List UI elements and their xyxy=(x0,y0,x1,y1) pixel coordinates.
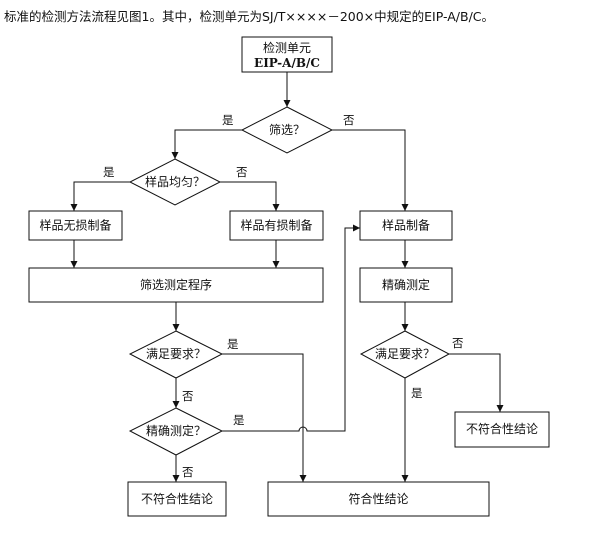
meet-req-right-no-label: 否 xyxy=(452,336,464,350)
destructive-prep-box: 样品有损制备 xyxy=(229,210,324,241)
meet-req-left-label: 满足要求？ xyxy=(146,347,206,361)
accurate-measure-decision: 精确测定？ xyxy=(128,407,224,456)
screen-procedure-label: 筛选测定程序 xyxy=(140,277,212,292)
nonconform-left-box: 不符合性结论 xyxy=(127,481,227,517)
meet-req-left-yes-label: 是 xyxy=(227,337,239,351)
screen-no-label: 否 xyxy=(343,113,355,127)
meet-req-right-yes-label: 是 xyxy=(411,386,423,400)
nonconform-left-label: 不符合性结论 xyxy=(141,491,213,506)
screen-decision: 筛选？ xyxy=(240,106,334,154)
screen-decision-label: 筛选？ xyxy=(269,122,305,137)
meet-req-right-decision: 满足要求？ xyxy=(359,330,451,379)
conform-label: 符合性结论 xyxy=(348,491,408,506)
accurate-measure-label: 精确测定 xyxy=(382,277,430,292)
start-node: 检测单元 EIP-A/B/C xyxy=(241,36,333,73)
edge-meetreq-yes xyxy=(222,353,307,482)
conform-box: 符合性结论 xyxy=(267,481,490,517)
uniform-decision: 样品均匀？ xyxy=(128,158,222,206)
uniform-yes-label: 是 xyxy=(103,165,115,179)
accurate-yes-label: 是 xyxy=(233,413,245,427)
nondestructive-prep-label: 样品无损制备 xyxy=(39,218,111,233)
edge-uniform-yes xyxy=(70,181,130,211)
nondestructive-prep-box: 样品无损制备 xyxy=(28,210,123,241)
caption-text: 标准的检测方法流程见图1。其中，检测单元为SJ/T××××－200×中规定的EI… xyxy=(4,9,495,24)
start-node-sublabel: EIP-A/B/C xyxy=(254,56,320,70)
sample-prep-box: 样品制备 xyxy=(359,210,453,241)
edge-accurate-yes xyxy=(222,224,360,432)
accurate-measure-box: 精确测定 xyxy=(359,267,453,303)
connectors xyxy=(70,72,504,482)
uniform-decision-label: 样品均匀？ xyxy=(145,174,205,189)
meet-req-left-no-label: 否 xyxy=(182,389,194,403)
edge-uniform-no xyxy=(220,181,280,211)
accurate-measure-decision-label: 精确测定？ xyxy=(146,423,206,438)
screen-yes-label: 是 xyxy=(222,113,234,127)
edge-screen-no xyxy=(332,129,409,211)
uniform-no-label: 否 xyxy=(236,165,248,179)
screen-procedure-box: 筛选测定程序 xyxy=(28,267,324,303)
accurate-no-label: 否 xyxy=(182,465,194,479)
sample-prep-label: 样品制备 xyxy=(382,218,430,233)
meet-req-left-decision: 满足要求？ xyxy=(128,330,224,379)
nonconform-right-box: 不符合性结论 xyxy=(454,411,550,448)
edge-labels: 是 否 是 否 是 否 是 否 否 是 xyxy=(103,113,464,479)
start-node-label: 检测单元 xyxy=(263,40,311,55)
nonconform-right-label: 不符合性结论 xyxy=(466,421,538,436)
destructive-prep-label: 样品有损制备 xyxy=(240,218,312,233)
meet-req-right-label: 满足要求？ xyxy=(375,347,435,361)
edge-meetreq-right-no xyxy=(449,353,504,412)
edge-screen-yes xyxy=(171,129,242,159)
